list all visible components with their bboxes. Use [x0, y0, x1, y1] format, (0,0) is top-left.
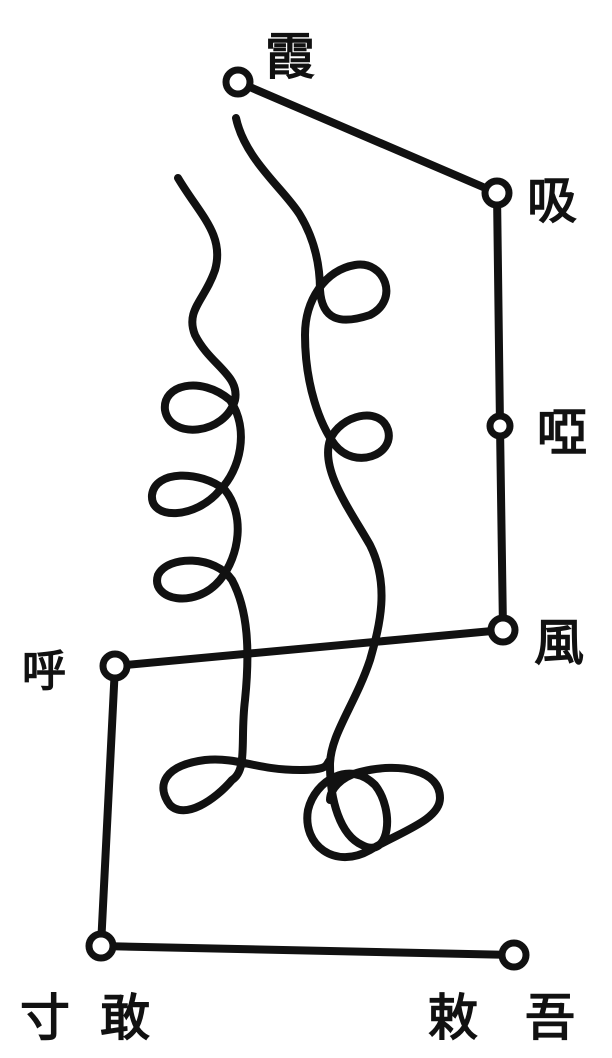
node-xi: [481, 177, 513, 209]
node-ya: [486, 412, 514, 440]
label-ya: 啞: [537, 403, 587, 462]
label-xia: 霞: [265, 27, 315, 86]
label-gan: 敢: [100, 988, 150, 1047]
node-xia: [222, 66, 254, 98]
label-wu: 吾: [525, 988, 575, 1047]
node-cun-gan: [85, 930, 117, 962]
left-curl-strand: [148, 174, 334, 815]
label-cun: 寸: [20, 988, 70, 1047]
label-chi: 敕: [428, 988, 478, 1047]
label-hu: 呼: [22, 646, 66, 697]
node-feng: [487, 614, 519, 646]
label-xi: 吸: [527, 171, 577, 230]
label-feng: 風: [534, 613, 584, 672]
right-curl-strand: [232, 114, 444, 862]
node-hu: [99, 650, 131, 682]
node-chi-wu: [498, 939, 530, 971]
